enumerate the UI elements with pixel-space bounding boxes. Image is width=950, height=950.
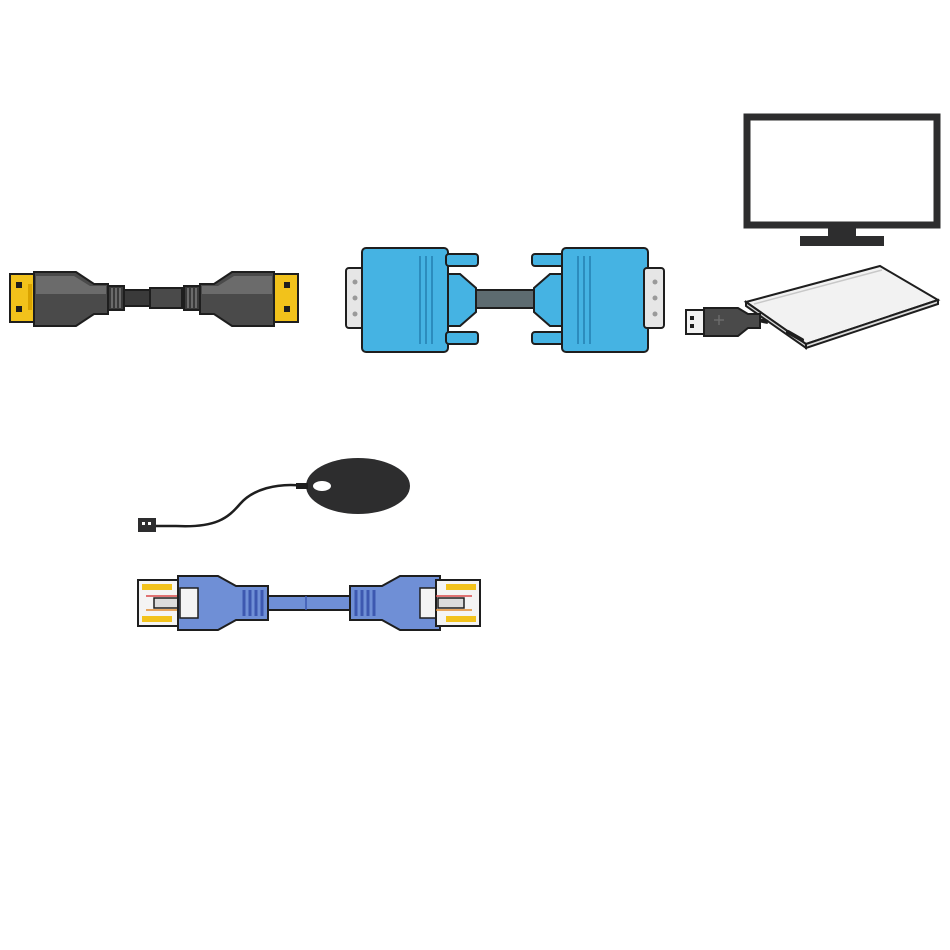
ethernet-cable-icon: [136, 574, 482, 632]
hdmi-cable: [8, 270, 300, 330]
hdmi-cable-icon: [8, 270, 300, 330]
computer-mouse: [136, 456, 414, 536]
usb-external-drive: [684, 264, 944, 350]
vga-cable: [344, 246, 666, 354]
vga-cable-icon: [344, 246, 666, 354]
monitor-icon: [744, 114, 942, 248]
monitor: [744, 114, 942, 248]
mouse-icon: [136, 456, 414, 536]
usb-drive-icon: [684, 264, 944, 350]
ethernet-cable: [136, 574, 482, 632]
